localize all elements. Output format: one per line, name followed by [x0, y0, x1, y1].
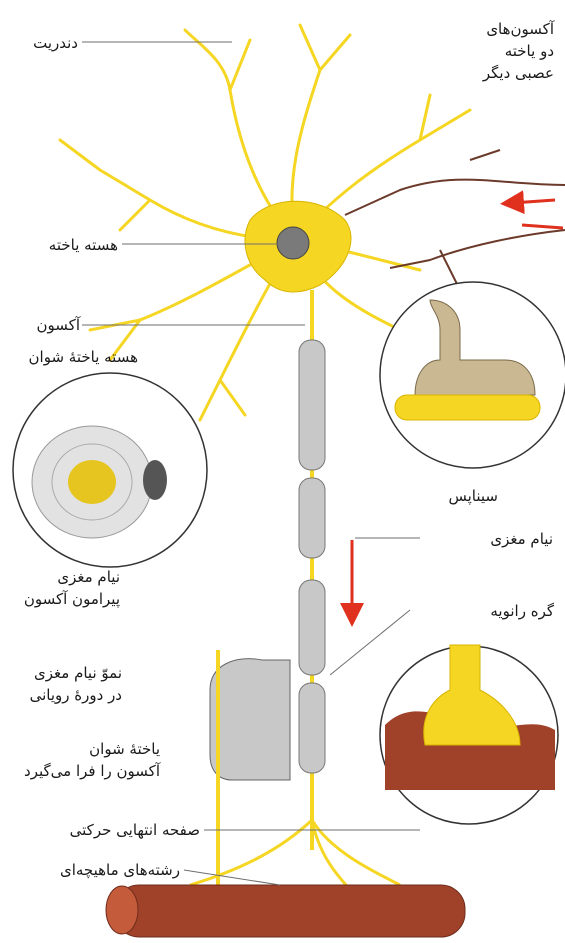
myelin-cross-section	[13, 373, 207, 567]
myelin-segment	[299, 683, 325, 773]
signal-arrow-right-top	[512, 200, 555, 203]
label-schwann-nucleus: هسته یاختهٔ شوان	[10, 346, 138, 368]
label-myelin-around-axon: نیام مغزی پیرامون آکسون	[10, 566, 120, 610]
myelin-segment	[299, 340, 325, 470]
myelin-segment	[299, 478, 325, 558]
label-myelin: نیام مغزی	[427, 528, 553, 550]
label-dendrite: دندریت	[10, 32, 78, 54]
label-muscle-fibers: رشته‌های ماهیچه‌ای	[10, 859, 180, 881]
axon-shaft	[299, 290, 325, 850]
muscle-fibers	[106, 885, 465, 937]
other-axons	[345, 150, 565, 290]
label-synapse: سیناپس	[428, 485, 498, 507]
end-plate-detail	[380, 645, 558, 824]
signal-arrow-right-bottom	[522, 225, 563, 228]
label-cell-nucleus: هسته یاخته	[10, 234, 118, 256]
schwann-wrap-illustration	[210, 650, 290, 905]
label-schwann-wraps: یاختهٔ شوان آکسون را فرا می‌گیرد	[10, 738, 160, 782]
label-ranvier-node: گره رانویه	[430, 600, 554, 622]
label-other-axons: آکسون‌های دو یاخته عصبی دیگر	[462, 18, 554, 84]
nucleus-icon	[277, 227, 309, 259]
label-axon: آکسون	[10, 314, 80, 336]
myelin-segment	[299, 580, 325, 675]
label-myelin-growth: نموّ نیام مغزی در دورهٔ رویانی	[10, 662, 122, 706]
label-motor-end-plate: صفحه انتهایی حرکتی	[10, 819, 200, 841]
synapse-detail	[380, 282, 565, 468]
cell-body	[245, 201, 351, 292]
